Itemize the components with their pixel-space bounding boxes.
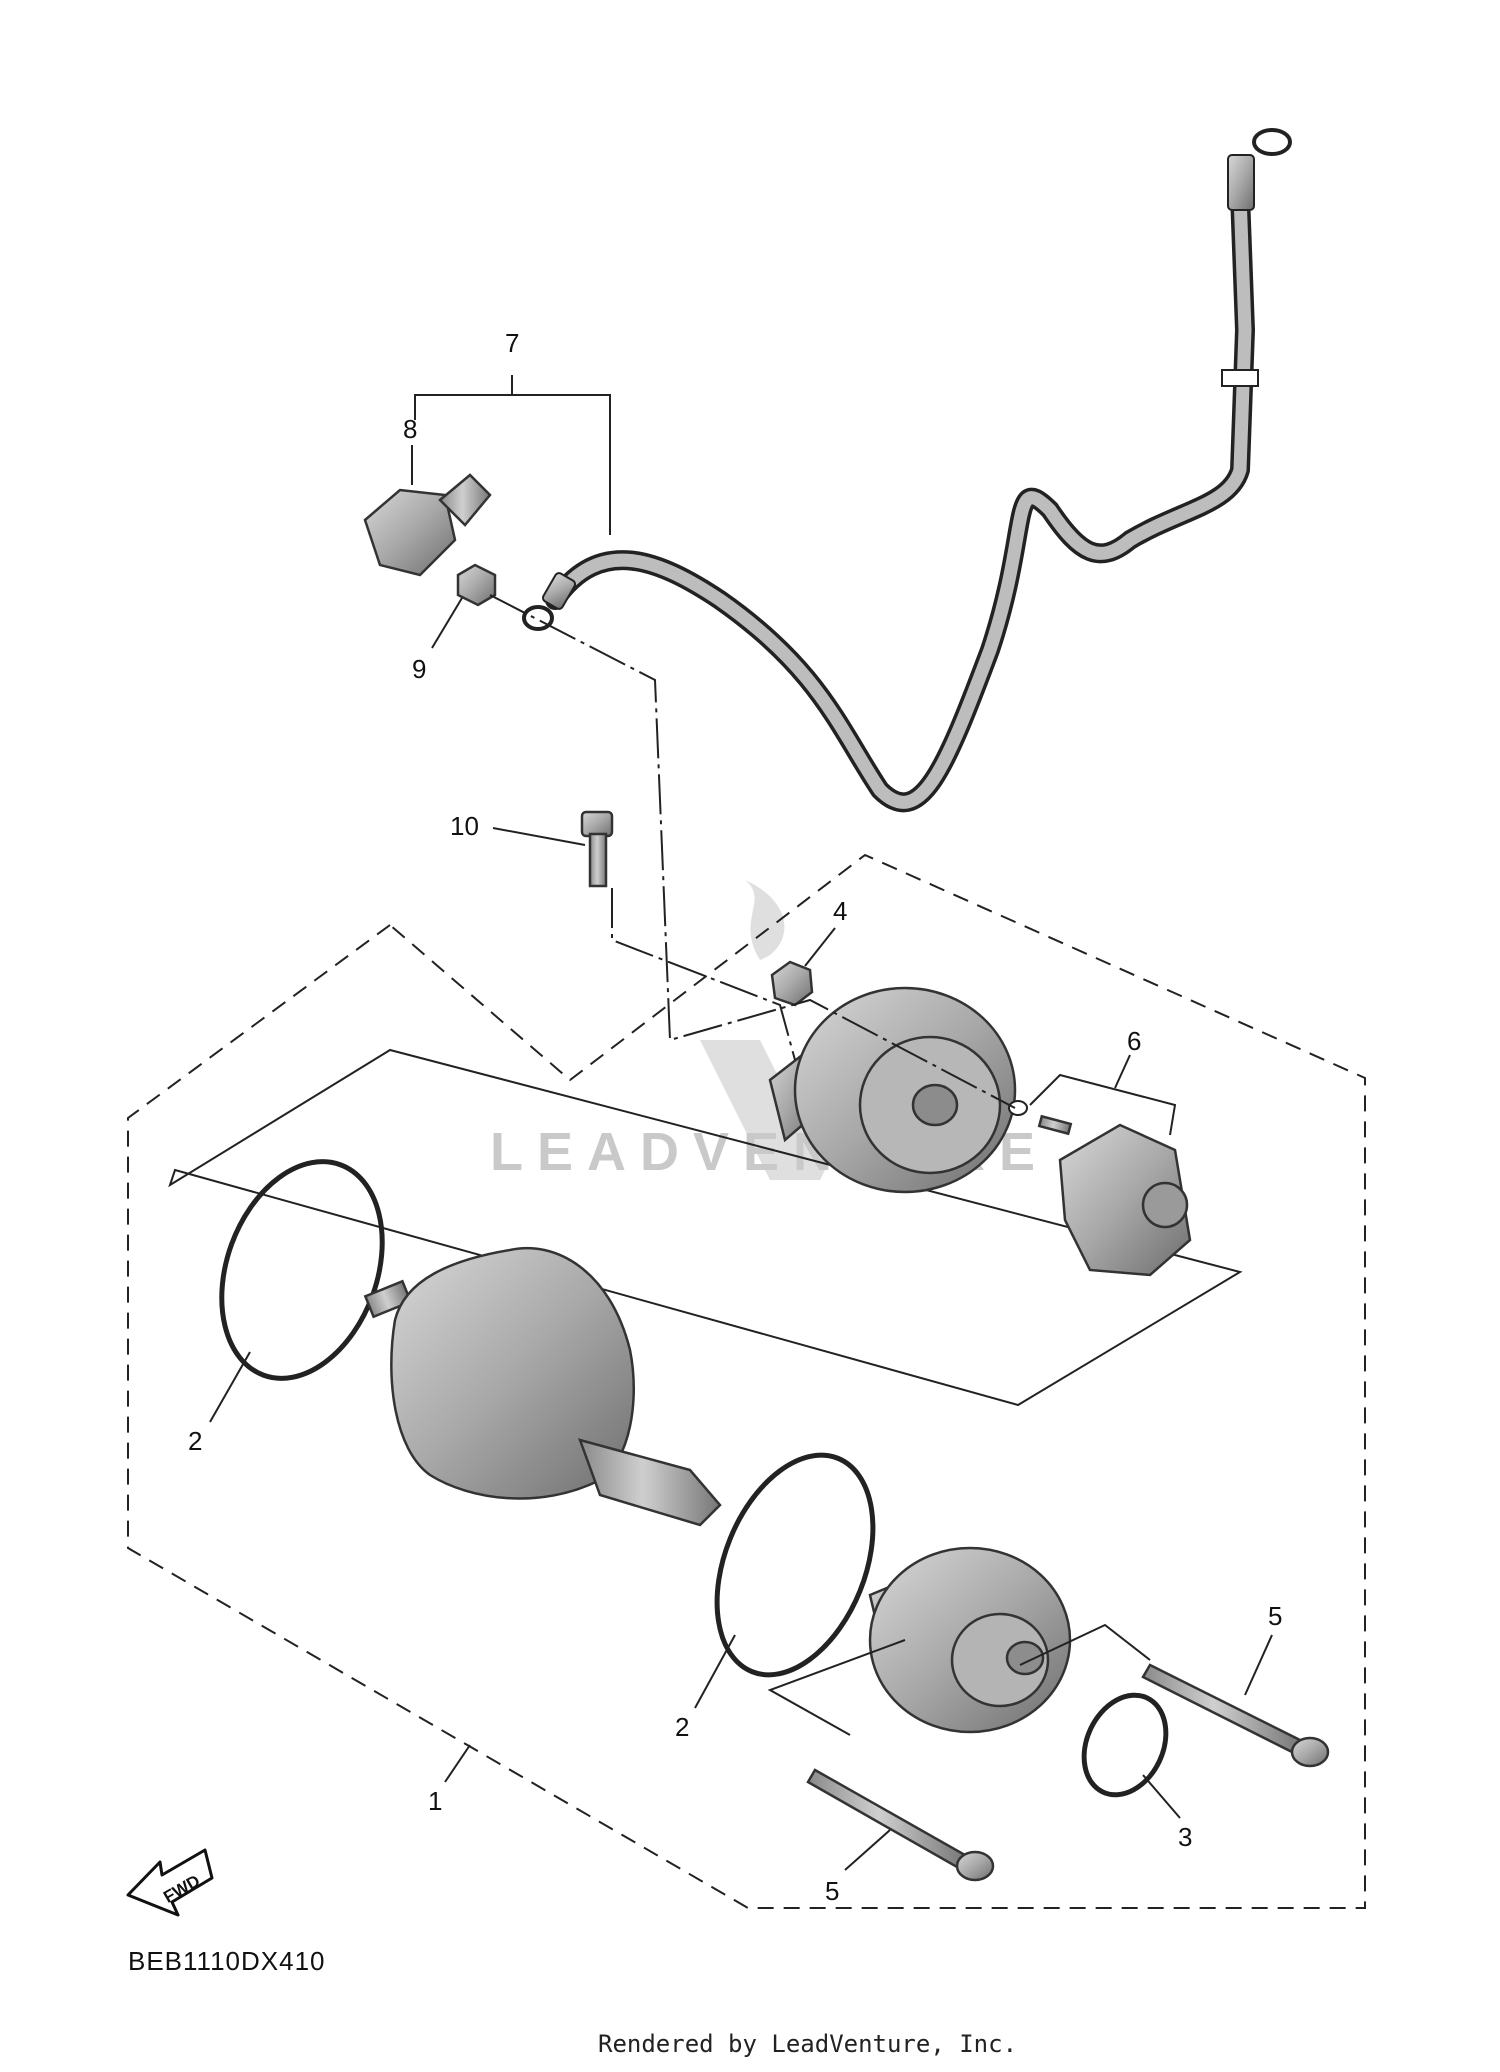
callout-1: 1	[428, 1786, 442, 1816]
leader-9	[431, 597, 463, 649]
callout-10: 10	[450, 811, 479, 841]
starter-assembly-outline	[127, 853, 1366, 1909]
bolt	[580, 810, 614, 888]
long-bolt-lower	[806, 1768, 995, 1882]
alignment-line-terminal	[489, 594, 1016, 1109]
leader-1	[444, 1744, 471, 1783]
drawing-code: BEB1110DX410	[128, 1946, 326, 1976]
callout-4: 4	[833, 896, 847, 926]
alignment-line-shaft	[767, 1623, 1151, 1736]
leader-3	[1142, 1774, 1181, 1819]
alignment-line-bolt	[611, 888, 796, 1061]
callout-2-upper: 2	[188, 1426, 202, 1456]
long-bolt-upper	[1141, 1663, 1330, 1768]
leader-4	[804, 927, 836, 967]
o-ring-upper	[219, 1159, 385, 1381]
brush-set-bracket	[168, 1048, 1243, 1407]
nut	[456, 563, 497, 607]
nut-4	[770, 960, 814, 1007]
callout-5-upper: 5	[1268, 1601, 1282, 1631]
callout-8: 8	[403, 414, 417, 444]
callout-5-lower: 5	[825, 1876, 839, 1906]
o-ring-3	[1081, 1692, 1169, 1798]
footer-credit: Rendered by LeadVenture, Inc.	[598, 2030, 1017, 2058]
callout-7: 7	[505, 328, 519, 358]
yoke-armature	[363, 1246, 722, 1527]
leader-10	[492, 827, 586, 846]
leader-5a	[1244, 1634, 1273, 1696]
leader-2a	[209, 1351, 251, 1423]
brush-holder-bracket	[1029, 1073, 1177, 1136]
callout-6: 6	[1127, 1026, 1141, 1056]
leader-2b	[694, 1634, 736, 1709]
front-cover	[768, 986, 1017, 1194]
callout-2-lower: 2	[675, 1712, 689, 1742]
o-ring-lower	[714, 1452, 876, 1678]
leader-5b	[844, 1829, 891, 1871]
callout-9: 9	[412, 654, 426, 684]
callout-3: 3	[1178, 1822, 1192, 1852]
starter-motor-lead-wire	[522, 128, 1292, 813]
brush-holder	[1037, 1114, 1192, 1277]
rear-cover	[868, 1546, 1072, 1734]
terminal-cover	[363, 473, 492, 577]
o-ring-small	[1008, 1100, 1028, 1116]
fwd-arrow-icon: FWD	[126, 1848, 214, 1917]
brush-holder-bracket-stem	[1114, 1054, 1131, 1089]
